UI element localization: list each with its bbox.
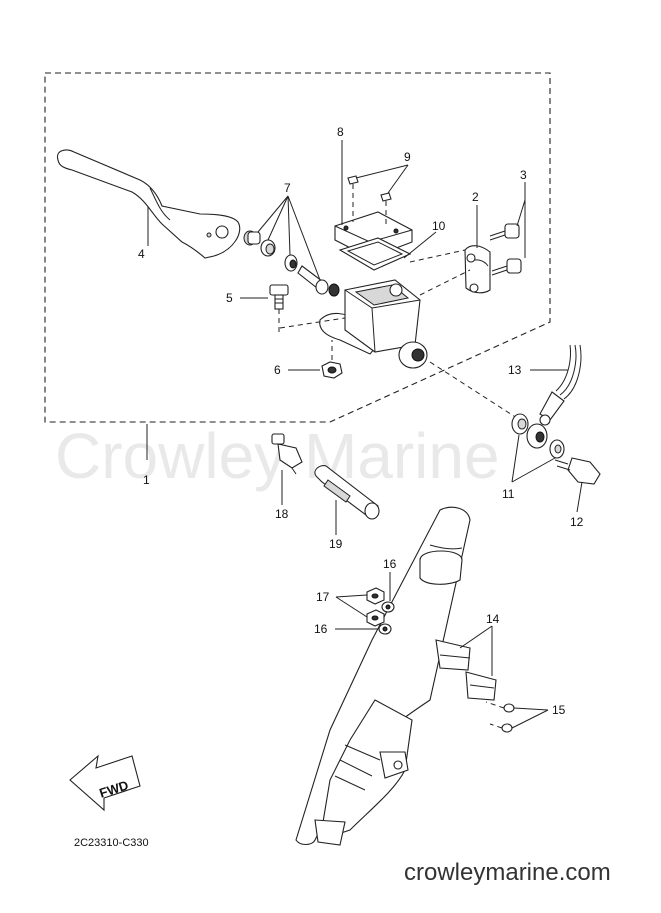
callout-9: 9 <box>404 150 411 164</box>
callout-15: 15 <box>552 703 566 717</box>
master-cylinder <box>319 279 428 369</box>
holder-clamp <box>464 245 491 294</box>
site-footer: crowleymarine.com <box>404 859 611 886</box>
union-bolt-parts <box>511 413 565 459</box>
dash-line <box>419 269 471 296</box>
callout-14: 14 <box>486 612 500 626</box>
callout-3: 3 <box>520 168 527 182</box>
callout-18: 18 <box>275 507 289 521</box>
fwd-arrow: FWD <box>69 754 141 812</box>
callout-8: 8 <box>337 125 344 139</box>
pivot-parts <box>243 230 340 297</box>
callout-16-upper: 16 <box>383 557 397 571</box>
pivot-pin <box>314 465 380 520</box>
callout-4: 4 <box>138 247 145 261</box>
guide-screws <box>485 701 515 733</box>
holder-bolts <box>489 223 522 276</box>
brake-switch <box>271 433 303 475</box>
callout-16-lower: 16 <box>314 622 328 636</box>
callout-7: 7 <box>284 181 291 195</box>
bolt-5 <box>269 284 289 335</box>
front-fork <box>295 506 471 846</box>
brake-lever <box>56 149 241 259</box>
fork-nuts-washers <box>366 587 395 635</box>
leader-lines <box>146 140 583 729</box>
callout-19: 19 <box>329 537 343 551</box>
brake-hose <box>539 344 582 426</box>
callout-6: 6 <box>274 363 281 377</box>
callout-10: 10 <box>432 219 446 233</box>
dash-line <box>409 249 466 263</box>
callout-13: 13 <box>508 363 522 377</box>
hose-guide <box>435 639 497 701</box>
callout-1: 1 <box>143 473 150 487</box>
diaphragm <box>338 237 412 271</box>
watermark: Crowley Marine <box>55 420 500 492</box>
cap-screws <box>347 175 392 225</box>
nut-6 <box>321 340 343 379</box>
callout-11: 11 <box>502 487 515 501</box>
callout-5: 5 <box>226 291 233 305</box>
callout-17: 17 <box>316 590 330 604</box>
callout-2: 2 <box>472 190 479 204</box>
union-bolt <box>554 457 601 485</box>
assembly-boundary <box>44 72 551 423</box>
callout-12: 12 <box>570 515 584 529</box>
dash-line <box>279 317 346 329</box>
drawing-code: 2C23310-C330 <box>74 837 149 849</box>
